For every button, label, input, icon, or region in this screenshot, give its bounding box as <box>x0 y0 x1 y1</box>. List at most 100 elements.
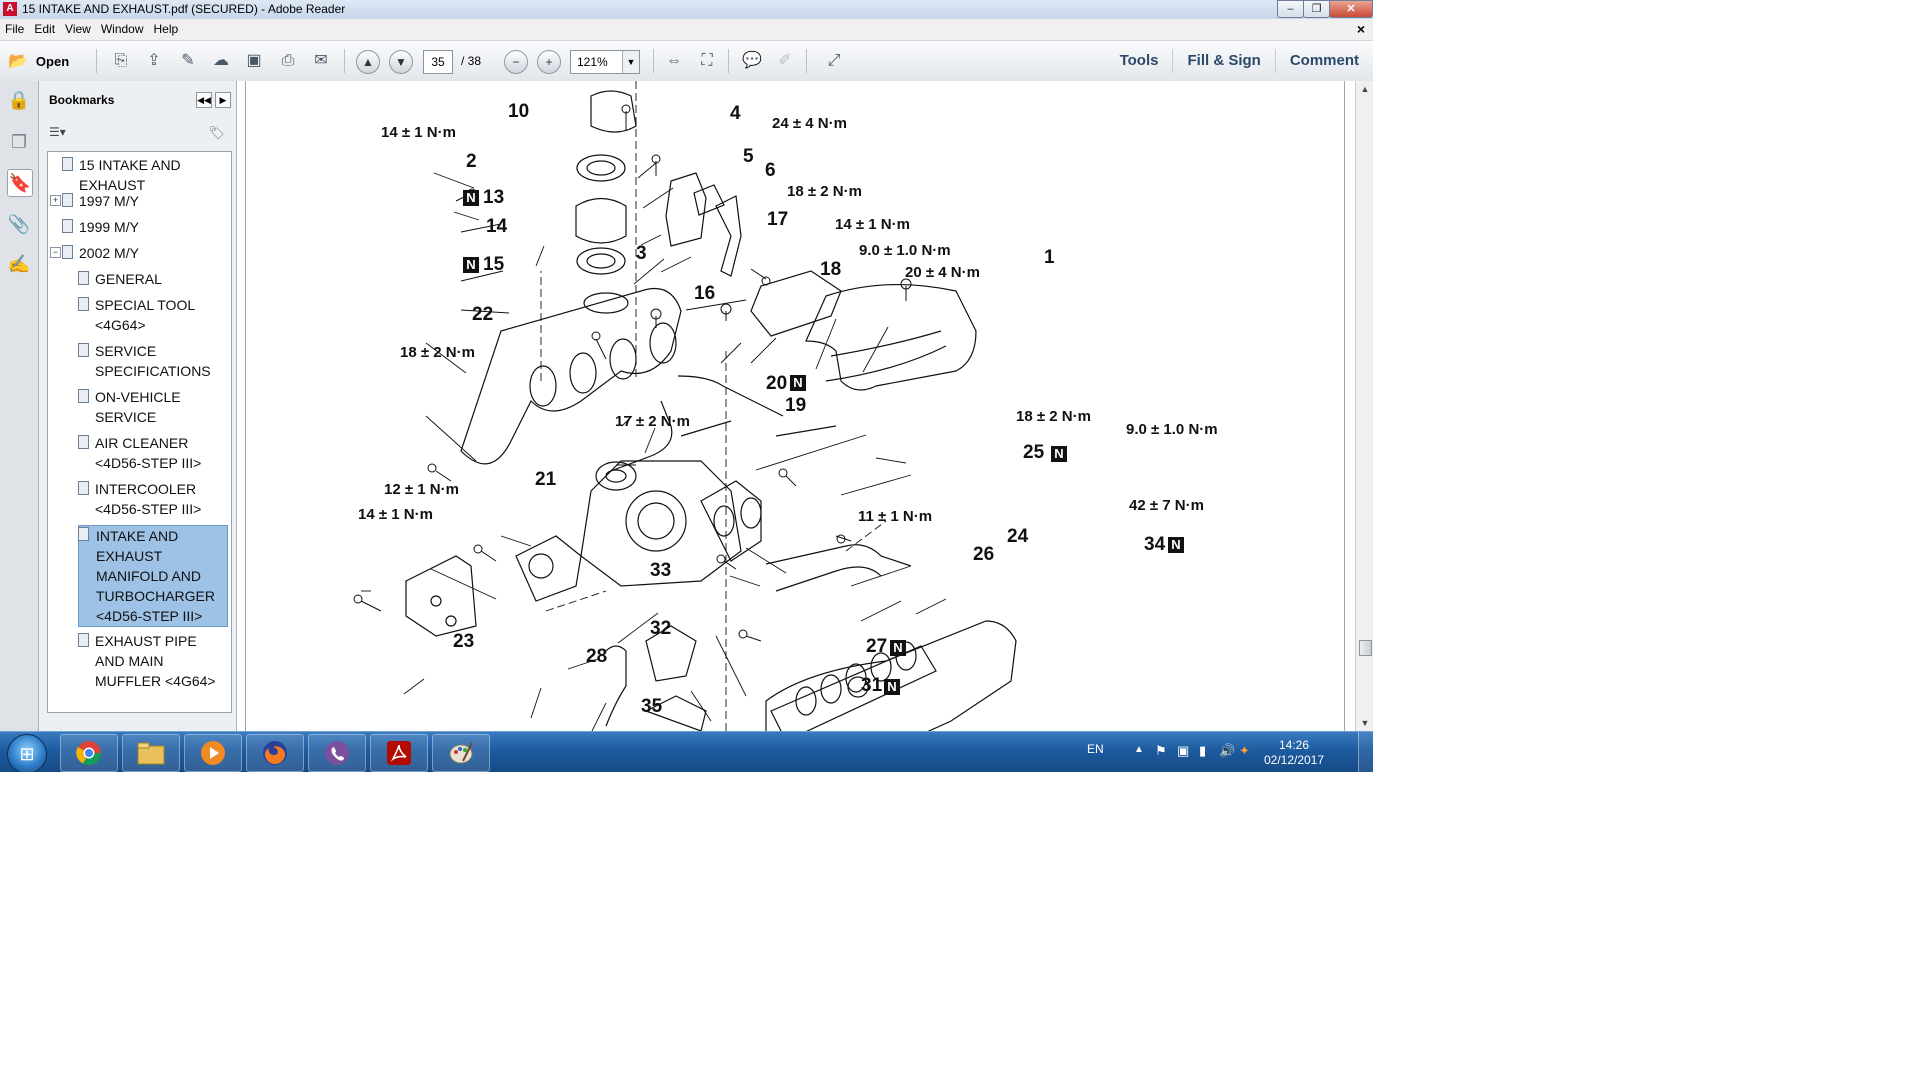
previous-page-button[interactable]: ▲ <box>356 50 380 74</box>
open-button[interactable]: 📂 Open <box>8 49 84 73</box>
bookmark-item[interactable]: 2002 M/Y <box>62 243 212 263</box>
notification-app-icon[interactable]: ✦ <box>1239 743 1250 758</box>
menu-edit[interactable]: Edit <box>34 22 56 36</box>
viber-icon[interactable] <box>308 734 366 772</box>
page-thumbnails-icon[interactable]: ❐ <box>10 132 28 152</box>
cloud-upload-icon[interactable]: ☁ <box>213 52 229 69</box>
show-hidden-icons-icon[interactable]: ▲ <box>1134 744 1144 755</box>
menu-help[interactable]: Help <box>153 22 179 36</box>
bookmark-item[interactable]: ON-VEHICLE SERVICE <box>78 387 228 427</box>
bookmark-item[interactable]: GENERAL <box>78 269 228 289</box>
paint-icon[interactable] <box>432 734 490 772</box>
bookmarks-icon[interactable]: 🔖 <box>7 169 33 197</box>
bookmark-options-icon[interactable]: ☰▾ <box>49 125 66 139</box>
callout-label: 17 <box>767 209 789 230</box>
next-page-button[interactable]: ▼ <box>389 50 413 74</box>
n-badge: N <box>884 679 900 695</box>
tools-link[interactable]: Tools <box>1119 52 1159 69</box>
close-window-button[interactable]: ✕ <box>1329 0 1373 18</box>
bookmark-icon <box>62 245 73 259</box>
callout-label: 34 <box>1144 534 1166 555</box>
chrome-icon[interactable] <box>60 734 118 772</box>
n-badge: N <box>463 190 479 206</box>
network-signal-icon[interactable]: ▮ <box>1199 743 1207 758</box>
volume-icon[interactable]: 🔊 <box>1219 743 1236 758</box>
edit-pdf-icon[interactable]: ✎ <box>181 52 195 69</box>
bookmark-item[interactable]: 1997 M/Y <box>62 191 212 211</box>
lock-icon[interactable]: 🔒 <box>7 90 31 110</box>
callout-label: 19 <box>785 395 807 416</box>
file-explorer-icon[interactable] <box>122 734 180 772</box>
full-screen-icon[interactable]: ⤢ <box>827 52 841 69</box>
expand-icon[interactable]: + <box>50 195 61 206</box>
language-indicator[interactable]: EN <box>1087 742 1104 756</box>
clock[interactable]: 14:26 02/12/2017 <box>1259 738 1329 768</box>
bookmark-item[interactable]: SPECIAL TOOL <4G64> <box>78 295 228 335</box>
close-document-button[interactable]: × <box>1356 21 1365 37</box>
email-icon[interactable]: ✉ <box>314 52 328 69</box>
bookmark-item[interactable]: EXHAUST PIPE AND MAIN MUFFLER <4G64> <box>78 631 228 691</box>
pdf-page[interactable]: 14 ± 1 N·m 10 2 N 13 14 N 15 22 18 ± 2 N… <box>245 81 1345 731</box>
start-button[interactable]: ⊞ <box>7 734 47 772</box>
menu-view[interactable]: View <box>65 22 91 36</box>
bookmark-item-selected[interactable]: INTAKE AND EXHAUST MANIFOLD AND TURBOCHA… <box>78 525 228 627</box>
export-pdf-icon[interactable]: ⇪ <box>147 52 161 69</box>
screenshot-frame: A 15 INTAKE AND EXHAUST.pdf (SECURED) - … <box>0 0 1373 772</box>
maximize-button[interactable]: ❐ <box>1303 0 1330 18</box>
window-controls: ‒ ❐ ✕ <box>1277 0 1373 18</box>
scrollbar-thumb[interactable] <box>1359 640 1372 656</box>
bookmark-icon <box>78 271 89 285</box>
chevron-down-icon[interactable]: ▼ <box>622 51 639 73</box>
signatures-icon[interactable]: ✍ <box>7 254 31 274</box>
action-center-flag-icon[interactable]: ⚑ <box>1155 743 1167 758</box>
callout-label: 22 <box>472 304 494 325</box>
n-badge: N <box>463 257 479 273</box>
page-number-input[interactable]: 35 <box>423 50 453 74</box>
bookmark-icon <box>62 193 73 207</box>
scroll-down-icon[interactable]: ▼ <box>1360 718 1370 728</box>
comment-bubble-icon[interactable]: 💬 <box>742 52 762 69</box>
diagram-label-layer: 14 ± 1 N·m 10 2 N 13 14 N 15 22 18 ± 2 N… <box>246 81 1344 731</box>
callout-label: 13 <box>483 187 505 208</box>
title-bar: A 15 INTAKE AND EXHAUST.pdf (SECURED) - … <box>0 0 1373 20</box>
bookmark-tag-icon[interactable]: 🏷 <box>208 125 225 140</box>
adobe-reader-icon[interactable] <box>370 734 428 772</box>
bookmark-item[interactable]: INTERCOOLER <4D56-STEP III> <box>78 479 228 519</box>
collapse-icon[interactable]: − <box>50 247 61 258</box>
expand-panel-icon[interactable]: ▶ <box>215 92 231 108</box>
callout-label: 4 <box>730 103 741 124</box>
bookmark-item[interactable]: 1999 M/Y <box>62 217 212 237</box>
windows-logo-icon: ⊞ <box>19 744 35 764</box>
n-badge: N <box>1168 537 1184 553</box>
bookmarks-list: 15 INTAKE AND EXHAUST + 1997 M/Y 1999 M/… <box>47 151 232 713</box>
menu-file[interactable]: File <box>5 22 25 36</box>
minimize-button[interactable]: ‒ <box>1277 0 1304 18</box>
print-icon[interactable]: ⎙ <box>281 52 295 69</box>
media-player-icon[interactable] <box>184 734 242 772</box>
menu-bar: File Edit View Window Help × <box>0 19 1373 40</box>
attachments-icon[interactable]: 📎 <box>7 214 31 234</box>
vertical-scrollbar[interactable]: ▲ ▼ <box>1355 81 1373 731</box>
bookmark-item[interactable]: AIR CLEANER <4D56-STEP III> <box>78 433 228 473</box>
fit-width-icon[interactable]: ⇔ <box>666 52 682 69</box>
collapse-panel-icon[interactable]: ◀◀ <box>196 92 212 108</box>
bookmark-item[interactable]: 15 INTAKE AND EXHAUST <box>62 155 212 195</box>
clock-date: 02/12/2017 <box>1263 753 1325 767</box>
fit-page-icon[interactable]: ⛶ <box>701 52 713 69</box>
fill-sign-link[interactable]: Fill & Sign <box>1172 49 1274 73</box>
callout-label: 14 <box>486 216 508 237</box>
zoom-select[interactable]: 121% ▼ <box>570 50 640 74</box>
zoom-out-button[interactable]: − <box>504 50 528 74</box>
create-pdf-icon[interactable]: ⎘ <box>114 52 128 69</box>
scroll-up-icon[interactable]: ▲ <box>1360 84 1370 94</box>
bookmark-item[interactable]: SERVICE SPECIFICATIONS <box>78 341 228 381</box>
diagram-parts <box>353 81 1017 731</box>
device-icon[interactable]: ▣ <box>1177 743 1190 758</box>
show-desktop-button[interactable] <box>1358 732 1373 772</box>
zoom-in-button[interactable]: + <box>537 50 561 74</box>
comment-link[interactable]: Comment <box>1274 49 1373 73</box>
save-icon[interactable]: ▣ <box>246 52 262 69</box>
highlight-icon[interactable]: ✐ <box>778 52 792 69</box>
firefox-icon[interactable] <box>246 734 304 772</box>
menu-window[interactable]: Window <box>100 22 144 36</box>
